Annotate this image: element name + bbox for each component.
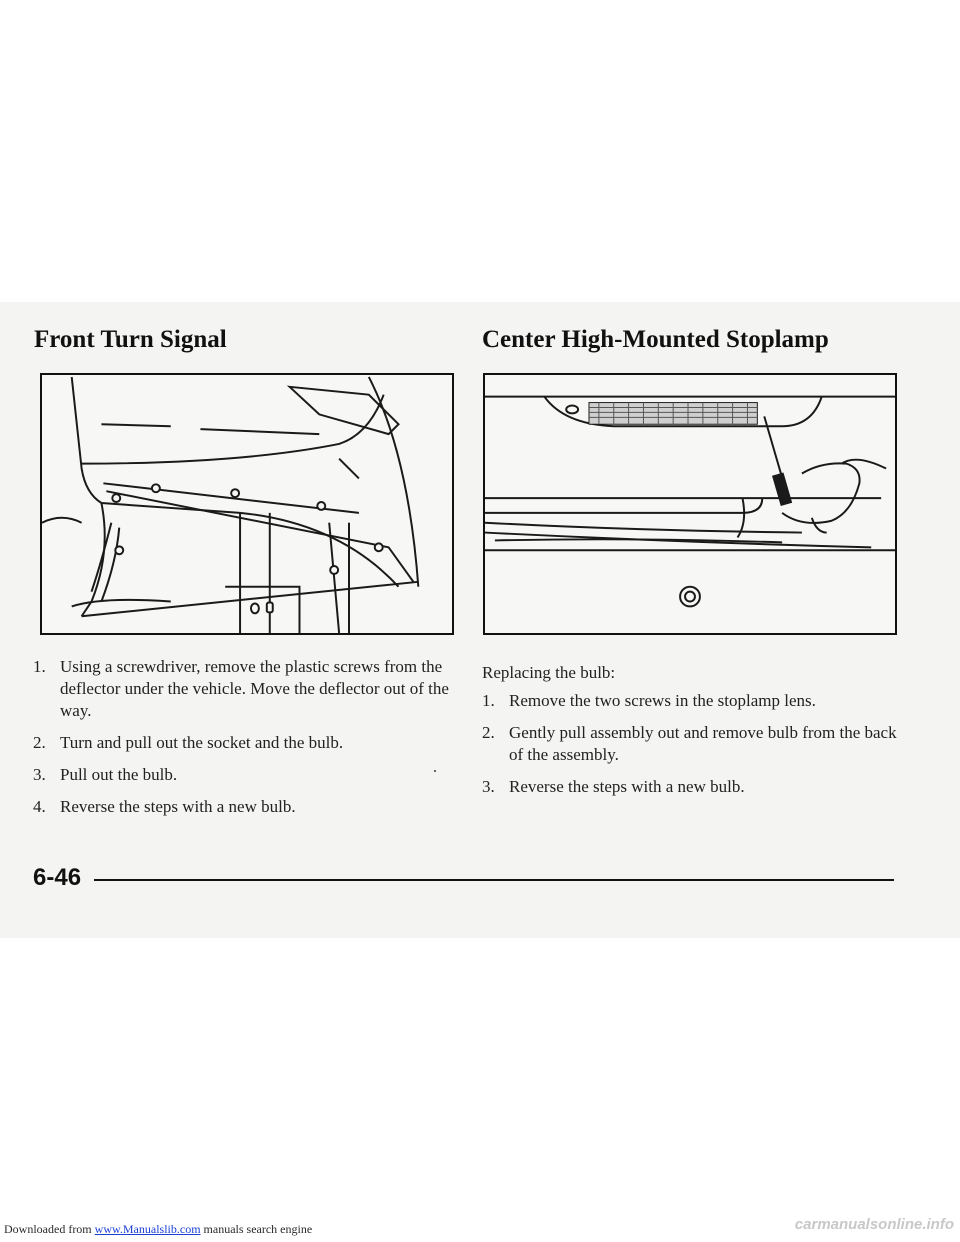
manualslib-link[interactable]: www.Manualslib.com [94, 1222, 201, 1236]
page-number: 6-46 [33, 864, 82, 891]
step-item: 4.Reverse the steps with a new bulb. [33, 797, 296, 816]
footer-prefix: Downloaded from [4, 1222, 92, 1236]
step-item: 3.Pull out the bulb. [33, 765, 178, 784]
step-item: 2.Gently pull assembly out and remove bu… [482, 723, 897, 764]
front-turn-signal-heading: Front Turn Signal [34, 326, 227, 353]
front-turn-signal-illustration [40, 373, 454, 635]
step-item: 2.Turn and pull out the socket and the b… [33, 733, 344, 752]
stray-dot [434, 770, 436, 772]
stoplamp-steps: 1.Remove the two screws in the stoplamp … [482, 690, 902, 808]
step-item: 1.Using a screwdriver, remove the plasti… [33, 657, 449, 720]
footer-suffix: manuals search engine [203, 1222, 313, 1236]
front-turn-signal-steps: 1.Using a screwdriver, remove the plasti… [33, 656, 451, 828]
step-item: 1.Remove the two screws in the stoplamp … [482, 691, 816, 710]
stoplamp-heading: Center High-Mounted Stoplamp [482, 326, 829, 353]
stoplamp-intro: Replacing the bulb: [482, 663, 616, 682]
stoplamp-illustration [483, 373, 897, 635]
watermark-text: carmanualsonline.info [794, 1216, 954, 1233]
footer-rule [94, 879, 894, 881]
download-footer: Downloaded from www.Manualslib.com manua… [4, 1222, 312, 1237]
step-item: 3.Reverse the steps with a new bulb. [482, 777, 745, 796]
